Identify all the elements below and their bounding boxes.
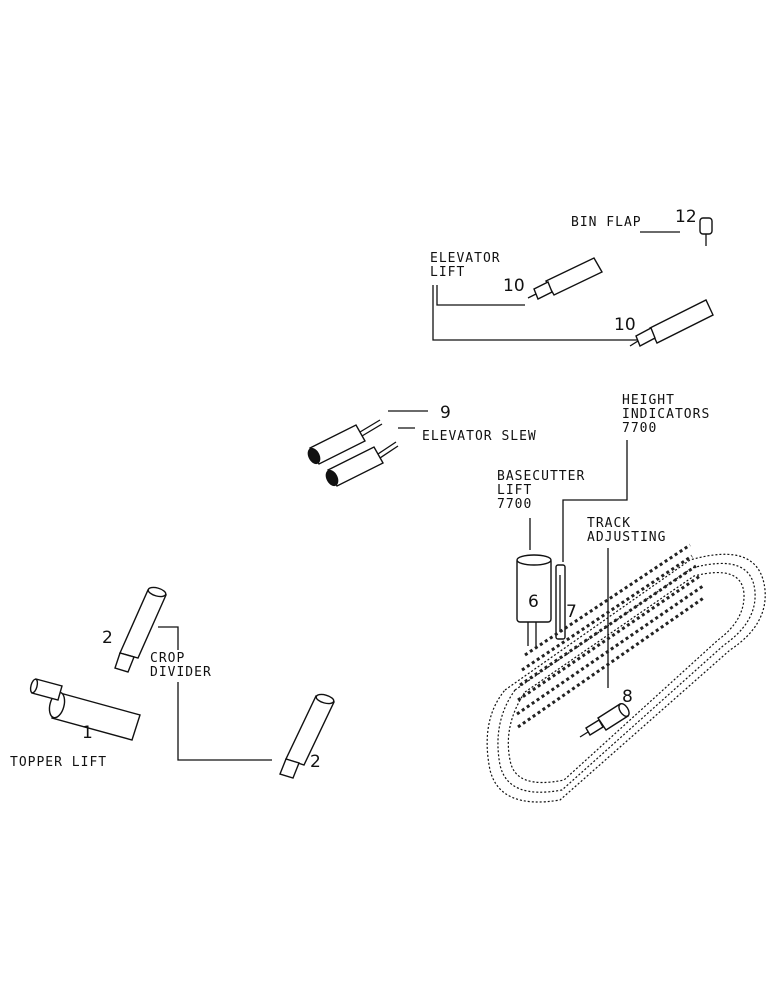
part-1-topper-lift-cylinder xyxy=(29,678,141,741)
part-2-crop-divider-cylinder-upper xyxy=(114,586,167,673)
label-topper-lift: TOPPER LIFT xyxy=(10,755,107,770)
part-12-bin-flap-cylinder xyxy=(699,217,713,246)
label-bin-flap: BIN FLAP xyxy=(571,215,642,230)
callout-9: 9 xyxy=(440,403,451,423)
label-elevator-lift-2: LIFT xyxy=(430,265,465,280)
label-track-adjusting-1: TRACK xyxy=(587,516,631,531)
crawler-track xyxy=(486,543,766,803)
label-basecutter-lift-2: LIFT xyxy=(497,483,532,498)
leader-height-indicators xyxy=(562,440,628,562)
callout-8: 8 xyxy=(622,687,633,707)
label-elevator-slew: ELEVATOR SLEW xyxy=(422,429,537,444)
callout-6: 6 xyxy=(528,592,539,612)
label-crop-divider-1: CROP xyxy=(150,651,185,666)
callout-2b: 2 xyxy=(310,752,321,772)
leader-elevator-lift-a xyxy=(436,285,525,306)
label-crop-divider-2: DIVIDER xyxy=(150,665,212,680)
label-basecutter-lift-1: BASECUTTER xyxy=(497,469,585,484)
label-track-adjusting-2: ADJUSTING xyxy=(587,530,666,545)
callout-1: 1 xyxy=(82,723,93,743)
label-basecutter-lift-3: 7700 xyxy=(497,497,532,512)
part-7-height-indicator-cylinder xyxy=(555,564,566,640)
callout-7: 7 xyxy=(566,602,577,622)
leader-crop-divider-b xyxy=(177,682,272,761)
part-8-track-adjusting-cylinder xyxy=(579,703,630,738)
label-height-indicators-3: 7700 xyxy=(622,421,657,436)
label-height-indicators-1: HEIGHT xyxy=(622,393,675,408)
part-2-crop-divider-cylinder-lower xyxy=(279,693,335,779)
part-9-elevator-slew-cylinder-lower xyxy=(325,441,399,487)
part-9-elevator-slew-cylinder-upper xyxy=(307,419,383,465)
label-elevator-lift-1: ELEVATOR xyxy=(430,251,501,266)
callout-10b: 10 xyxy=(614,315,636,335)
part-10-elevator-lift-cylinder-lower xyxy=(629,299,714,347)
label-height-indicators-2: INDICATORS xyxy=(622,407,710,422)
callout-10a: 10 xyxy=(503,276,525,296)
leader-crop-divider-a xyxy=(158,626,179,650)
callout-12: 12 xyxy=(675,207,697,227)
callout-2a: 2 xyxy=(102,628,113,648)
leader-elevator-lift-b xyxy=(432,285,640,341)
part-10-elevator-lift-cylinder-upper xyxy=(527,257,603,300)
part-6-basecutter-lift-cylinder xyxy=(516,554,552,646)
